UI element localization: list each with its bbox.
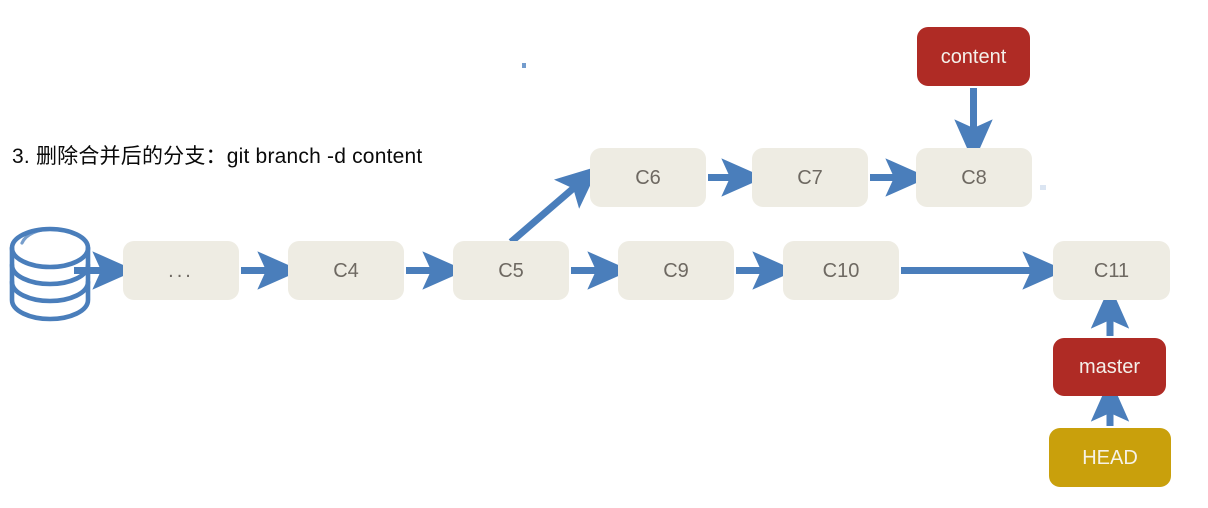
database-cylinder-icon bbox=[9, 226, 91, 322]
commit-node-c4[interactable]: C4 bbox=[288, 241, 404, 300]
commit-label: C10 bbox=[822, 259, 860, 282]
commit-label: C11 bbox=[1093, 259, 1130, 282]
commit-node-c7[interactable]: C7 bbox=[752, 148, 868, 207]
commit-label: ... bbox=[168, 259, 194, 282]
commit-label: C5 bbox=[498, 259, 524, 282]
branch-label-content[interactable]: content bbox=[917, 27, 1030, 86]
stray-mark-right bbox=[1040, 185, 1046, 190]
edge-c5-to-c6 bbox=[508, 165, 600, 245]
branch-label-master[interactable]: master bbox=[1053, 338, 1166, 396]
head-label-text: HEAD bbox=[1082, 446, 1138, 469]
stray-mark-upper bbox=[522, 63, 526, 68]
commit-label: C8 bbox=[961, 166, 987, 189]
commit-node-ellipsis[interactable]: ... bbox=[123, 241, 239, 300]
commit-node-c9[interactable]: C9 bbox=[618, 241, 734, 300]
branch-label-text: content bbox=[940, 45, 1007, 68]
commit-node-c10[interactable]: C10 bbox=[783, 241, 899, 300]
head-pointer-label[interactable]: HEAD bbox=[1049, 428, 1171, 487]
page-title: 3. 删除合并后的分支：git branch -d content bbox=[12, 145, 423, 168]
commit-label: C4 bbox=[333, 259, 359, 282]
commit-label: C9 bbox=[663, 259, 689, 282]
commit-node-c5[interactable]: C5 bbox=[453, 241, 569, 300]
branch-label-text: master bbox=[1078, 356, 1141, 378]
commit-label: C7 bbox=[797, 166, 823, 189]
commit-node-c11[interactable]: C11 bbox=[1053, 241, 1170, 300]
commit-label: C6 bbox=[635, 166, 661, 189]
commit-node-c8[interactable]: C8 bbox=[916, 148, 1032, 207]
commit-node-c6[interactable]: C6 bbox=[590, 148, 706, 207]
